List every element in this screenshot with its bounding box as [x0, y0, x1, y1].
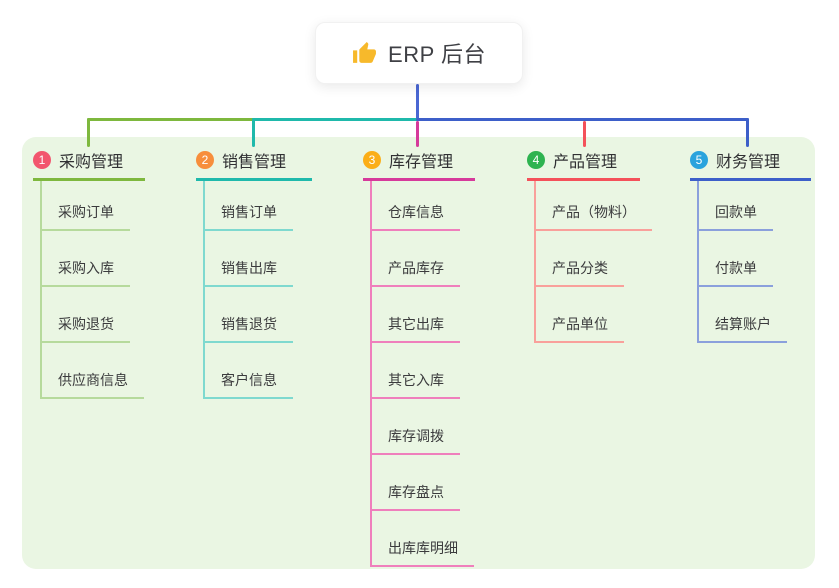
- branch-item-list: 销售订单销售出库销售退货客户信息: [203, 181, 312, 399]
- branch-item[interactable]: 库存盘点: [372, 455, 475, 511]
- branch-item-label: 其它入库: [372, 370, 460, 399]
- connector-drop-line: [583, 121, 586, 147]
- branches-panel: [22, 137, 815, 569]
- branch-item[interactable]: 结算账户: [699, 287, 811, 343]
- branch-4: 4 产品管理产品（物料） 产品分类产品单位: [527, 148, 652, 343]
- branch-item[interactable]: 其它入库: [372, 343, 475, 399]
- branch-header-1[interactable]: 1 采购管理: [33, 148, 145, 181]
- branch-item-label: 供应商信息: [42, 370, 144, 399]
- branch-item-label: 销售出库: [205, 258, 293, 287]
- connector-drop-line: [252, 118, 255, 147]
- branch-item[interactable]: 销售订单: [205, 181, 312, 231]
- branch-item-label: 库存调拨: [372, 426, 460, 455]
- branch-item-label: 仓库信息: [372, 202, 460, 231]
- branch-number-badge: 4: [527, 151, 545, 169]
- branch-number-badge: 3: [363, 151, 381, 169]
- branch-item[interactable]: 产品（物料）: [536, 181, 652, 231]
- branch-item[interactable]: 产品单位: [536, 287, 640, 343]
- branch-item-label: 销售订单: [205, 202, 293, 231]
- connector-line: [252, 118, 418, 121]
- branch-item[interactable]: 出库库明细: [372, 511, 475, 567]
- connector-drop-line: [416, 121, 419, 147]
- branch-item-label: 产品单位: [536, 314, 624, 343]
- branch-header-2[interactable]: 2 销售管理: [196, 148, 312, 181]
- branch-header-5[interactable]: 5 财务管理: [690, 148, 811, 181]
- branch-item[interactable]: 库存调拨: [372, 399, 475, 455]
- branch-item[interactable]: 供应商信息: [42, 343, 145, 399]
- branch-item[interactable]: 采购退货: [42, 287, 145, 343]
- branch-item-label: 产品分类: [536, 258, 624, 287]
- root-stem-line: [416, 84, 419, 121]
- branch-1: 1 采购管理采购订单采购入库采购退货供应商信息: [33, 148, 145, 399]
- branch-header-3[interactable]: 3 库存管理: [363, 148, 475, 181]
- branch-item[interactable]: 回款单: [699, 181, 811, 231]
- branch-item[interactable]: 采购入库: [42, 231, 145, 287]
- branch-item-label: 出库库明细: [372, 538, 474, 567]
- branch-item-list: 产品（物料） 产品分类产品单位: [534, 181, 652, 343]
- branch-item-list: 采购订单采购入库采购退货供应商信息: [40, 181, 145, 399]
- branch-item-label: 产品库存: [372, 258, 460, 287]
- root-node-label: ERP 后台: [388, 42, 486, 67]
- branch-item-label: 结算账户: [699, 314, 787, 343]
- branch-item[interactable]: 销售出库: [205, 231, 312, 287]
- branch-5: 5 财务管理回款单付款单结算账户: [690, 148, 811, 343]
- connector-line: [87, 118, 254, 121]
- branch-item-label: 采购入库: [42, 258, 130, 287]
- branch-2: 2 销售管理销售订单销售出库销售退货客户信息: [196, 148, 312, 399]
- branch-item[interactable]: 其它出库: [372, 287, 475, 343]
- branch-item-label: 回款单: [699, 202, 773, 231]
- branch-item-label: 库存盘点: [372, 482, 460, 511]
- branch-item-label: 采购退货: [42, 314, 130, 343]
- connector-drop-line: [746, 118, 749, 147]
- branch-title: 产品管理: [553, 154, 618, 171]
- connector-drop-line: [87, 118, 90, 147]
- branch-item[interactable]: 付款单: [699, 231, 811, 287]
- connector-line: [416, 118, 749, 121]
- branch-item-label: 产品（物料）: [536, 202, 652, 231]
- branch-title: 库存管理: [389, 154, 454, 171]
- branch-item[interactable]: 仓库信息: [372, 181, 475, 231]
- branch-item-label: 采购订单: [42, 202, 130, 231]
- branch-item[interactable]: 采购订单: [42, 181, 145, 231]
- branch-item-list: 回款单付款单结算账户: [697, 181, 811, 343]
- branch-item-label: 客户信息: [205, 370, 293, 399]
- branch-header-4[interactable]: 4 产品管理: [527, 148, 640, 181]
- branch-item-label: 销售退货: [205, 314, 293, 343]
- root-node[interactable]: ERP 后台: [315, 22, 523, 84]
- branch-title: 销售管理: [222, 154, 287, 171]
- branch-item[interactable]: 产品分类: [536, 231, 640, 287]
- branch-item-label: 付款单: [699, 258, 773, 287]
- branch-title: 采购管理: [59, 154, 124, 171]
- branch-title: 财务管理: [716, 154, 781, 171]
- branch-item[interactable]: 销售退货: [205, 287, 312, 343]
- branch-number-badge: 1: [33, 151, 51, 169]
- branch-item[interactable]: 产品库存: [372, 231, 475, 287]
- branch-item[interactable]: 客户信息: [205, 343, 312, 399]
- branch-item-label: 其它出库: [372, 314, 460, 343]
- thumbs-up-icon: [353, 41, 376, 63]
- branch-number-badge: 2: [196, 151, 214, 169]
- branch-item-list: 仓库信息产品库存其它出库其它入库库存调拨库存盘点出库库明细: [370, 181, 475, 567]
- branch-number-badge: 5: [690, 151, 708, 169]
- branch-3: 3 库存管理仓库信息产品库存其它出库其它入库库存调拨库存盘点出库库明细: [363, 148, 475, 567]
